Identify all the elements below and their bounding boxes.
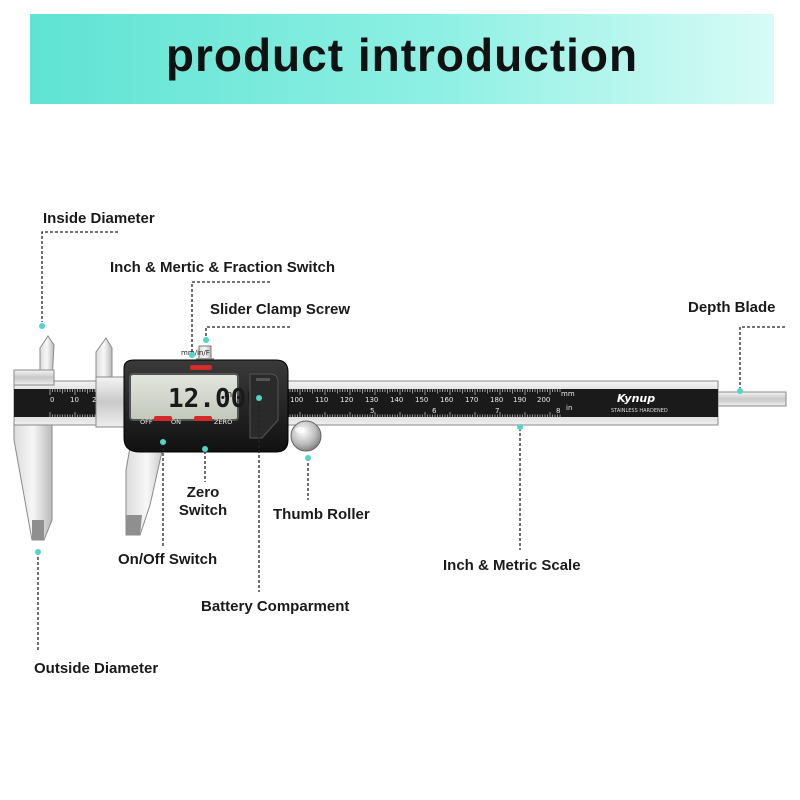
mm-tick-label: 140 (390, 396, 403, 404)
brand-subtitle: STAINLESS HARDENED (611, 408, 668, 414)
lcd-screen (129, 373, 239, 421)
zero-button[interactable] (194, 416, 212, 421)
label-fraction-switch: Inch & Mertic & Fraction Switch (110, 259, 336, 276)
sliding-inside-jaw (95, 337, 113, 382)
thumb-roller (290, 420, 322, 452)
on-label: ON (171, 418, 181, 426)
label-on-off-switch: On/Off Switch (118, 551, 218, 568)
scale-unit-mm: mm (561, 390, 575, 398)
mm-tick-label: 160 (440, 396, 453, 404)
title-banner: product introduction (30, 14, 774, 104)
sliding-jaw-tip (126, 515, 142, 535)
mode-label: mm/in/F (181, 349, 210, 357)
label-inside-diameter: Inside Diameter (43, 210, 155, 227)
inside-diameter-leader (41, 231, 118, 322)
label-zero-switch: Zero Switch (178, 484, 228, 519)
in-tick-label: 5 (370, 407, 374, 415)
mm-tick-label: 130 (365, 396, 378, 404)
thumb-roller-dot (305, 455, 311, 461)
lcd-value: 12.000 (168, 384, 262, 414)
battery-notch (256, 378, 270, 381)
mm-tick-label: 150 (415, 396, 428, 404)
label-clamp-screw: Slider Clamp Screw (210, 301, 351, 318)
scale-unit-in: in (566, 404, 572, 412)
mm-tick-label: 180 (490, 396, 503, 404)
battery-compartment (249, 373, 279, 439)
outside-diameter-dot (35, 549, 41, 555)
off-label: OFF (140, 418, 153, 426)
label-metric-scale: Inch & Metric Scale (443, 557, 581, 574)
label-outside-diameter: Outside Diameter (34, 660, 159, 677)
mm-tick-label: 200 (537, 396, 550, 404)
clamp-screw-dot (203, 337, 209, 343)
mm-tick-label: 190 (513, 396, 526, 404)
depth-blade-dot (737, 388, 743, 394)
mm-tick-label: 0 (50, 396, 54, 404)
in-tick-label: 8 (556, 407, 560, 415)
fixed-jaw-head (13, 369, 55, 386)
on-off-dot (160, 439, 166, 445)
page-title: product introduction (165, 29, 639, 81)
brand-logo: Kynup (617, 392, 655, 405)
mm-tick-label: 110 (315, 396, 328, 404)
in-tick-label: 6 (432, 407, 437, 415)
mm-tick-label: 100 (290, 396, 303, 404)
clamp-screw-leader (205, 326, 290, 342)
mm-tick-label: 10 (70, 396, 79, 404)
lcd-unit: in (224, 390, 232, 400)
zero-switch-dot (202, 446, 208, 452)
zero-label: ZERO (214, 418, 232, 426)
mm-tick-label: 170 (465, 396, 478, 404)
label-thumb-roller: Thumb Roller (273, 506, 370, 523)
label-depth-blade: Depth Blade (688, 299, 776, 316)
mode-button[interactable] (190, 365, 212, 370)
in-tick-label: 7 (495, 407, 499, 415)
label-battery: Battery Comparment (201, 598, 350, 615)
mm-tick-label: 120 (340, 396, 353, 404)
fixed-jaw-tip (32, 520, 44, 540)
fraction-switch-leader (191, 281, 270, 352)
inside-diameter-dot (39, 323, 45, 329)
metric-scale-dot (517, 424, 523, 430)
on-off-button[interactable] (154, 416, 172, 421)
battery-dot (256, 395, 262, 401)
fraction-switch-dot (189, 352, 195, 358)
depth-blade-leader (739, 326, 785, 388)
